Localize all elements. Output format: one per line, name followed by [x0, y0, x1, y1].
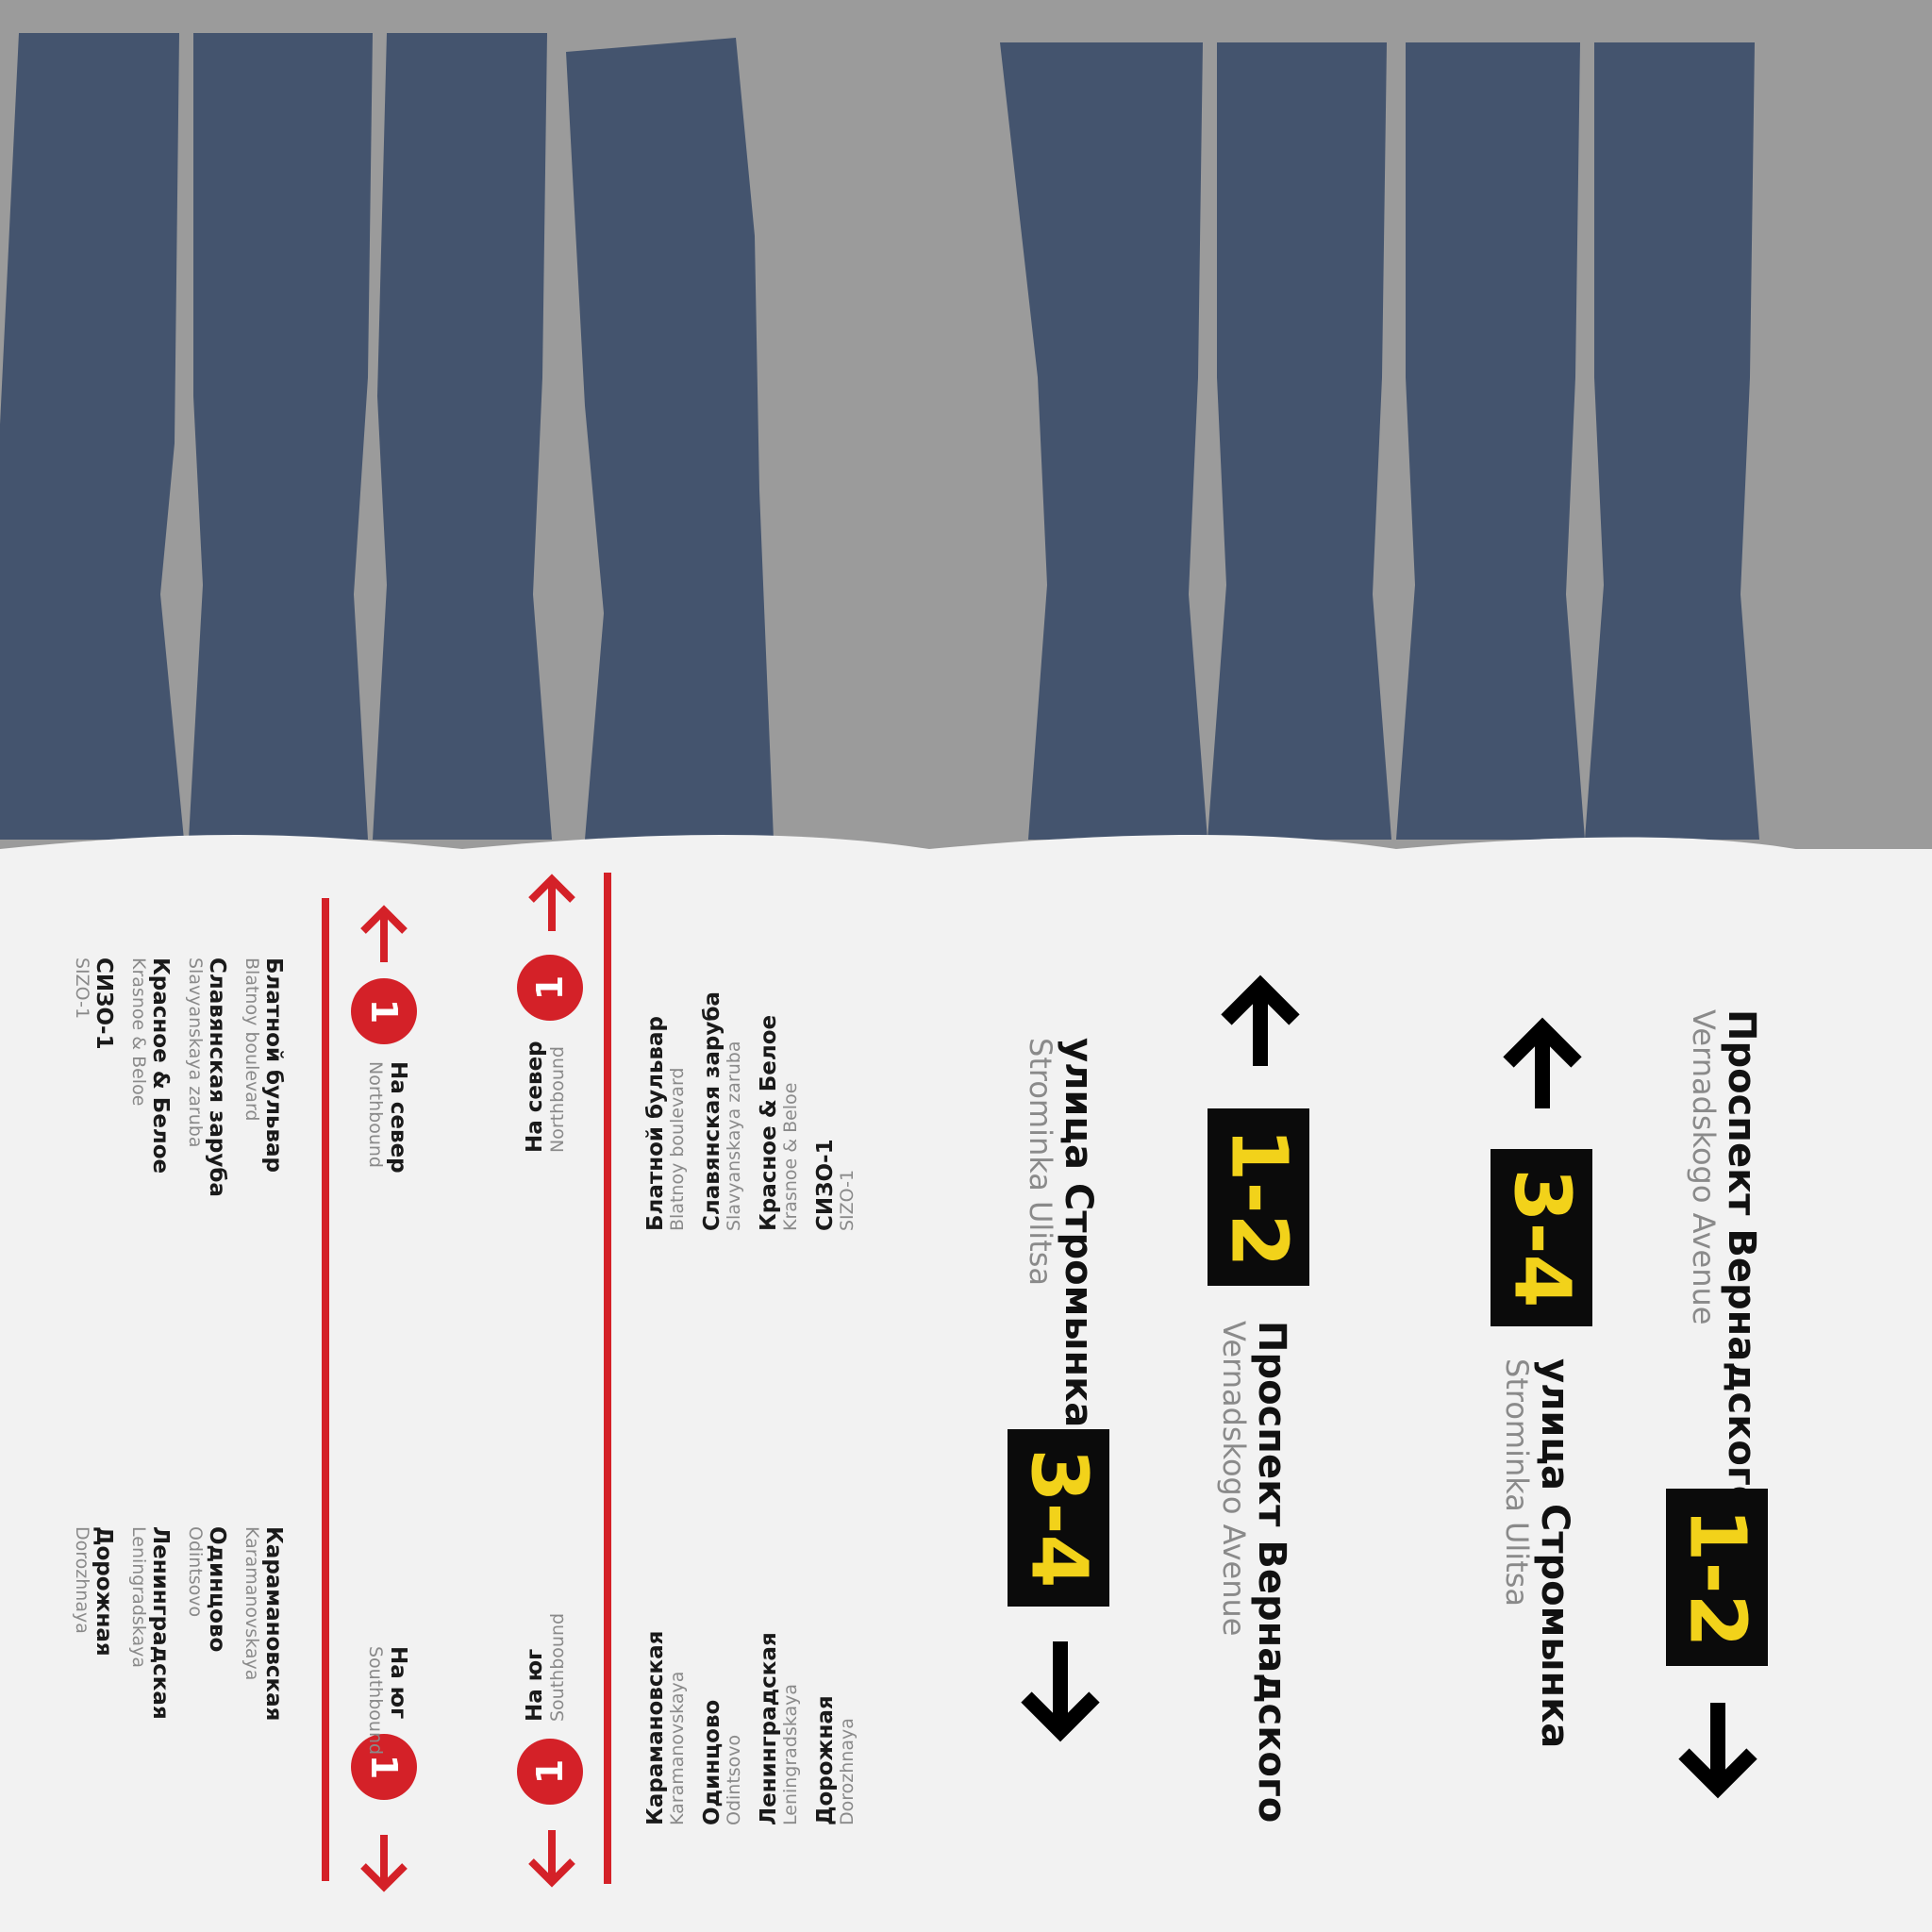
exit-vernadskogo: Проспект Вернадского Vernadskogo Avenue: [1686, 1009, 1763, 1512]
station-ru: Славянская заруба: [205, 958, 229, 1197]
station-en: Slavyanskaya zaruba: [724, 1041, 744, 1231]
station-ru: Красное & Белое: [148, 958, 173, 1174]
exit-stromynka: улица Стромынка Strominka Ulitsa: [1023, 1038, 1100, 1428]
station-ru: Ленинградская: [148, 1526, 173, 1720]
exit-name-en: Strominka Ulitsa: [1023, 1038, 1058, 1287]
station-en: Slavyanskaya zaruba: [185, 958, 206, 1148]
station-en: Krasnoe & Beloe: [780, 1082, 801, 1231]
arrow-down-icon: [1021, 1641, 1100, 1742]
direction-ru: На юг: [386, 1646, 410, 1720]
platform-label: 1-2: [1208, 1108, 1309, 1286]
arrow-down-icon: [1678, 1703, 1757, 1799]
station-en: Krasnoe & Beloe: [128, 958, 149, 1107]
direction-en: Northbound: [547, 1046, 568, 1153]
station-en: Blatnoy boulevard: [667, 1067, 688, 1231]
platform-label: 3-4: [1008, 1429, 1109, 1607]
line-1-badge-icon: 1: [351, 1734, 417, 1800]
line-1-stripe: [604, 873, 611, 1884]
station-en: SIZO-1: [837, 1169, 858, 1231]
sign-panel: [0, 835, 462, 1932]
direction-en: Southbound: [547, 1612, 568, 1722]
direction-en: Southbound: [365, 1646, 386, 1756]
station-ru: Славянская заруба: [700, 991, 724, 1231]
station-ru: Блатной бульвар: [643, 1015, 668, 1231]
platform-label: 3-4: [1491, 1149, 1592, 1326]
station-en: Blatnoy boulevard: [242, 958, 262, 1122]
direction-ru: На север: [523, 1041, 547, 1153]
arrow-down-icon: [360, 1835, 408, 1892]
black-arrows: [1021, 974, 1757, 1799]
direction-southbound: На юг Southbound: [523, 1612, 568, 1722]
pillar-strip: [0, 33, 184, 840]
station-ru: Блатной бульвар: [261, 958, 286, 1174]
station-list-southbound: Карамановская Karamanovskaya Одинцово Od…: [58, 1526, 286, 1722]
line-1-badge-icon: 1: [517, 1739, 583, 1805]
station-ru: Одинцово: [700, 1699, 724, 1825]
station-ru: Дорожная: [92, 1526, 116, 1657]
station-en: Odintsovo: [724, 1734, 744, 1825]
station-ru: Красное & Белое: [757, 1014, 781, 1231]
exit-name-ru: улица Стромынка: [1057, 1038, 1100, 1428]
station-en: Karamanovskaya: [667, 1671, 688, 1825]
station-en: Karamanovskaya: [242, 1526, 262, 1681]
exit-name-ru: улица Стромынка: [1533, 1358, 1576, 1749]
station-list-northbound: Блатной бульвар Blatnoy boulevard Славян…: [58, 958, 286, 1197]
station-en: Dorozhnaya: [72, 1526, 92, 1634]
pillar-strip: [566, 38, 774, 840]
pillar-strips: [0, 33, 1759, 840]
pillar-strip: [373, 33, 552, 840]
arrow-up-icon: [528, 874, 575, 931]
pillar-strip: [1396, 42, 1585, 840]
direction-northbound: На север Northbound: [365, 1061, 410, 1174]
station-en: Leningradskaya: [128, 1526, 149, 1668]
exit-name-en: Vernadskogo Avenue: [1686, 1009, 1722, 1325]
exit-name-ru: Проспект Вернадского: [1250, 1321, 1293, 1824]
direction-ru: На север: [386, 1061, 410, 1174]
red-arrows: [360, 874, 575, 1892]
pillar-strip: [1585, 42, 1759, 840]
station-en: SIZO-1: [72, 958, 92, 1020]
arrow-up-icon: [1221, 974, 1300, 1066]
pillar-strip: [1000, 42, 1208, 840]
arrow-up-icon: [360, 905, 408, 962]
pillar-strip: [189, 33, 373, 840]
station-ru: Ленинградская: [757, 1632, 781, 1825]
direction-en: Northbound: [365, 1061, 386, 1168]
station-en: Dorozhnaya: [837, 1718, 858, 1825]
station-list-northbound: Блатной бульвар Blatnoy boulevard Славян…: [643, 991, 871, 1231]
station-ru: Одинцово: [205, 1526, 229, 1653]
exit-name-en: Vernadskogo Avenue: [1216, 1321, 1252, 1637]
pillar-strip: [1208, 42, 1391, 840]
station-ru: Дорожная: [813, 1695, 838, 1825]
exit-name-ru: Проспект Вернадского: [1720, 1009, 1763, 1512]
station-en: Odintsovo: [185, 1526, 206, 1618]
sign-panel: [1396, 837, 1896, 1932]
line-1-badge-icon: 1: [351, 978, 417, 1044]
station-ru: Карамановская: [261, 1526, 286, 1722]
station-ru: СИЗО-1: [813, 1139, 838, 1231]
exit-name-en: Strominka Ulitsa: [1499, 1358, 1535, 1607]
line-1-badge-icon: 1: [517, 955, 583, 1021]
exit-vernadskogo: Проспект Вернадского Vernadskogo Avenue: [1216, 1321, 1293, 1824]
platform-label: 1-2: [1666, 1489, 1768, 1666]
direction-northbound: На север Northbound: [523, 1041, 568, 1153]
station-ru: Карамановская: [643, 1630, 668, 1825]
sign-panel: [929, 835, 1396, 1932]
station-ru: СИЗО-1: [92, 958, 116, 1050]
arrow-down-icon: [528, 1830, 575, 1888]
station-list-southbound: Карамановская Karamanovskaya Одинцово Od…: [643, 1630, 871, 1825]
station-en: Leningradskaya: [780, 1684, 801, 1825]
sign-panel: [462, 835, 929, 1932]
arrow-up-icon: [1503, 1017, 1582, 1108]
direction-southbound: На юг Southbound: [365, 1646, 410, 1756]
line-1-stripe: [322, 898, 329, 1881]
direction-ru: На юг: [523, 1648, 547, 1722]
exit-stromynka: улица Стромынка Strominka Ulitsa: [1499, 1358, 1576, 1749]
